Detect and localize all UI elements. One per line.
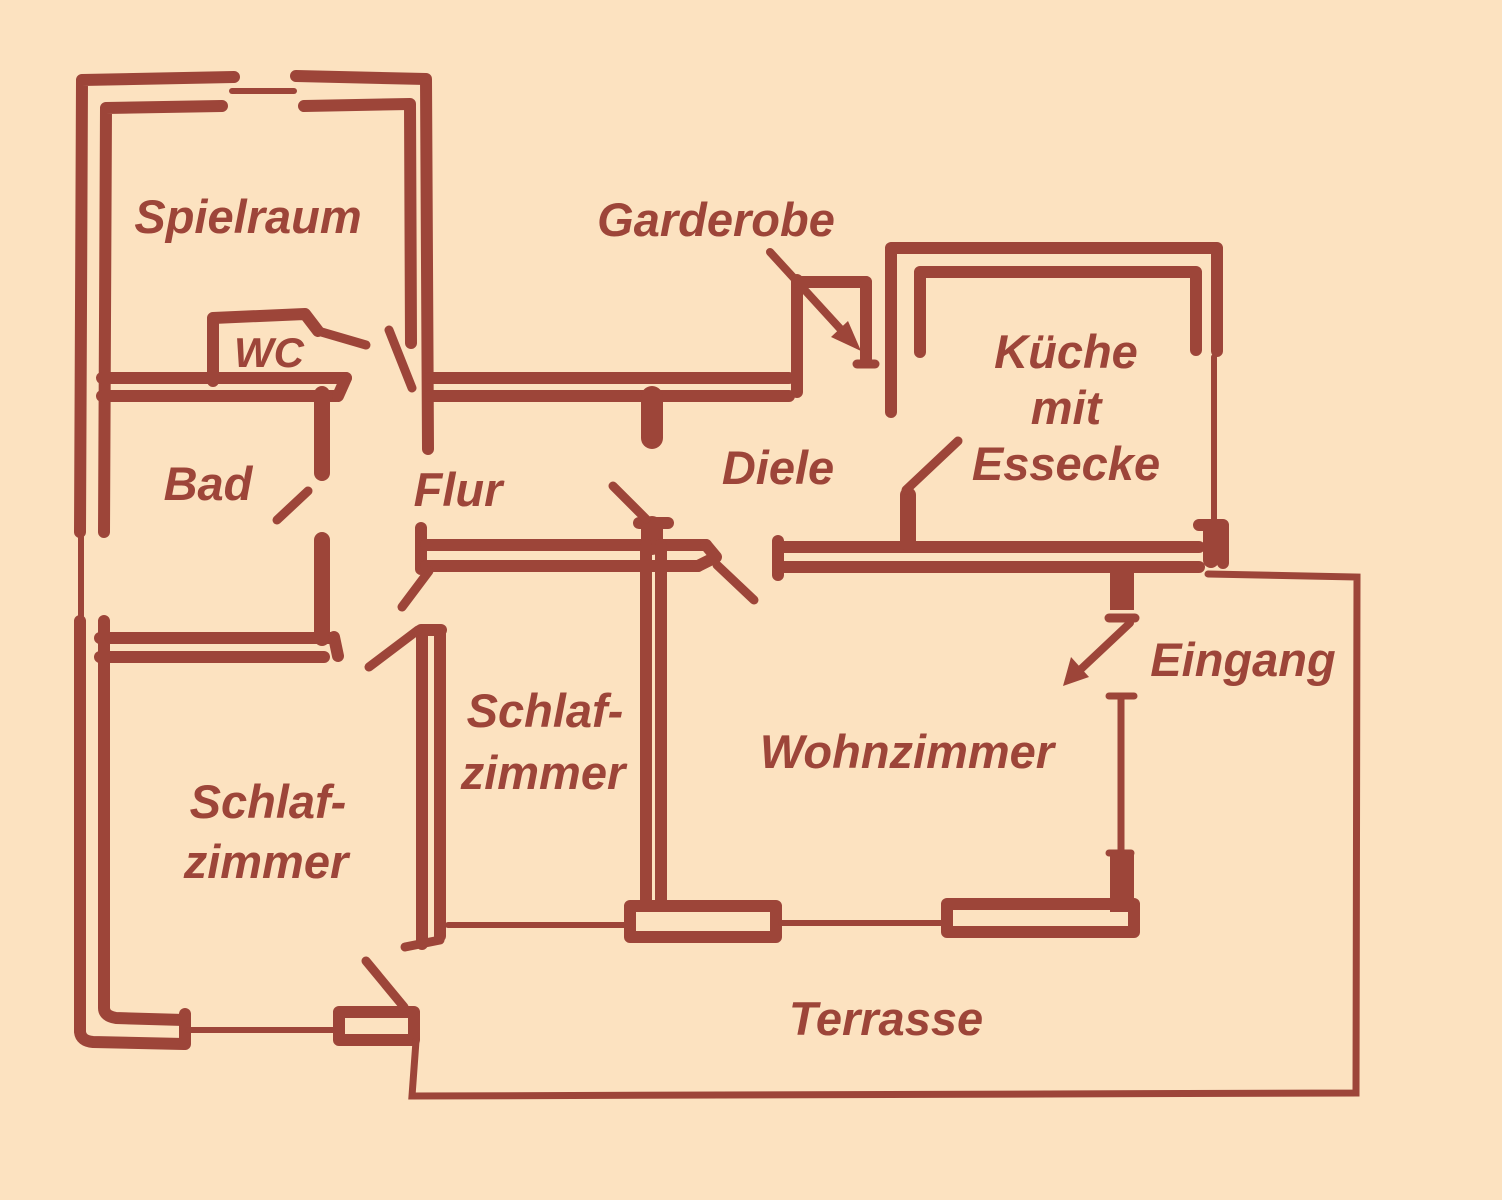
- eingang-arrow-head: [1063, 657, 1089, 686]
- wall-block-terrassentuer: [333, 1006, 420, 1046]
- flur-diele-divider: [608, 386, 674, 555]
- wall-kueche-outer: [885, 242, 1223, 418]
- schlafzimmer-mitte-left: [361, 624, 447, 1012]
- wall-wc: [207, 308, 324, 387]
- wall-block-middle: [624, 900, 782, 943]
- wall-taper-right: [692, 539, 722, 572]
- label-spielraum: Spielraum: [134, 190, 361, 243]
- wall-kueche-se-outline: [1193, 519, 1229, 569]
- wall-sm-left-foot: [400, 935, 445, 952]
- label-terrasse: Terrasse: [789, 992, 983, 1045]
- eingang-arrow-line: [1076, 619, 1134, 674]
- wc-closet: [207, 308, 371, 387]
- label-kueche-line1: Küche: [994, 325, 1138, 378]
- wall-bad-bottom-cap: [328, 631, 344, 662]
- label-schlafzimmer-mitte-line1: Schlaf-: [467, 684, 624, 737]
- kueche-walls: [885, 242, 1229, 569]
- garderobe-arrow-head: [831, 321, 861, 351]
- garderobe-alcove: [766, 248, 880, 398]
- bottom-walls: [445, 898, 1140, 943]
- door-leaf-schlafzimmer-links: [364, 625, 423, 672]
- label-schlafzimmer-links-line1: Schlaf-: [190, 775, 347, 828]
- door-leaf-wc: [313, 326, 371, 350]
- eingang-walls: [1063, 567, 1140, 912]
- label-flur: Flur: [414, 463, 505, 516]
- room-labels: Spielraum Garderobe WC Bad Flur Diele Kü…: [134, 190, 1335, 1045]
- door-leaf-kueche: [901, 436, 963, 495]
- label-kueche-line3: Essecke: [972, 437, 1160, 490]
- wall-inner-left-lower: [98, 615, 190, 1026]
- terrasse-boundary: [408, 570, 1361, 1100]
- door-leaf-wohnzimmer: [712, 560, 759, 605]
- label-garderobe: Garderobe: [597, 193, 835, 246]
- door-leaf-terrasse: [361, 956, 409, 1012]
- bad-walls: [94, 386, 344, 663]
- middle-walls: [397, 522, 759, 912]
- door-leaf-bad: [272, 486, 313, 525]
- wall-outer-spielraum-right: [290, 70, 434, 455]
- label-diele: Diele: [722, 441, 834, 494]
- label-wohnzimmer: Wohnzimmer: [760, 725, 1057, 778]
- corridor-walls: [96, 325, 795, 402]
- wall-outer-left-lower: [74, 615, 190, 1050]
- door-leaf-spielraum: [384, 325, 417, 393]
- label-bad: Bad: [164, 457, 254, 510]
- wall-kueche-inner: [914, 266, 1202, 358]
- garderobe-arrow-line: [766, 248, 849, 338]
- label-schlafzimmer-mitte-line2: zimmer: [460, 746, 628, 799]
- label-schlafzimmer-links-line2: zimmer: [183, 835, 351, 888]
- door-tick-left: [397, 566, 434, 612]
- label-wc: WC: [234, 329, 305, 376]
- wall-spielraum-bottom-cap: [332, 372, 352, 402]
- label-eingang: Eingang: [1150, 633, 1335, 686]
- wohnzimmer-top-wall: [772, 535, 1205, 581]
- wall-outer-topleft: [74, 71, 240, 538]
- label-kueche-line2: mit: [1031, 381, 1104, 434]
- wall-inner-spielraum-right: [298, 98, 417, 349]
- wall-block-right: [941, 898, 1140, 938]
- door-leaf-flur-diele: [608, 481, 651, 524]
- outer-walls: [74, 70, 434, 1050]
